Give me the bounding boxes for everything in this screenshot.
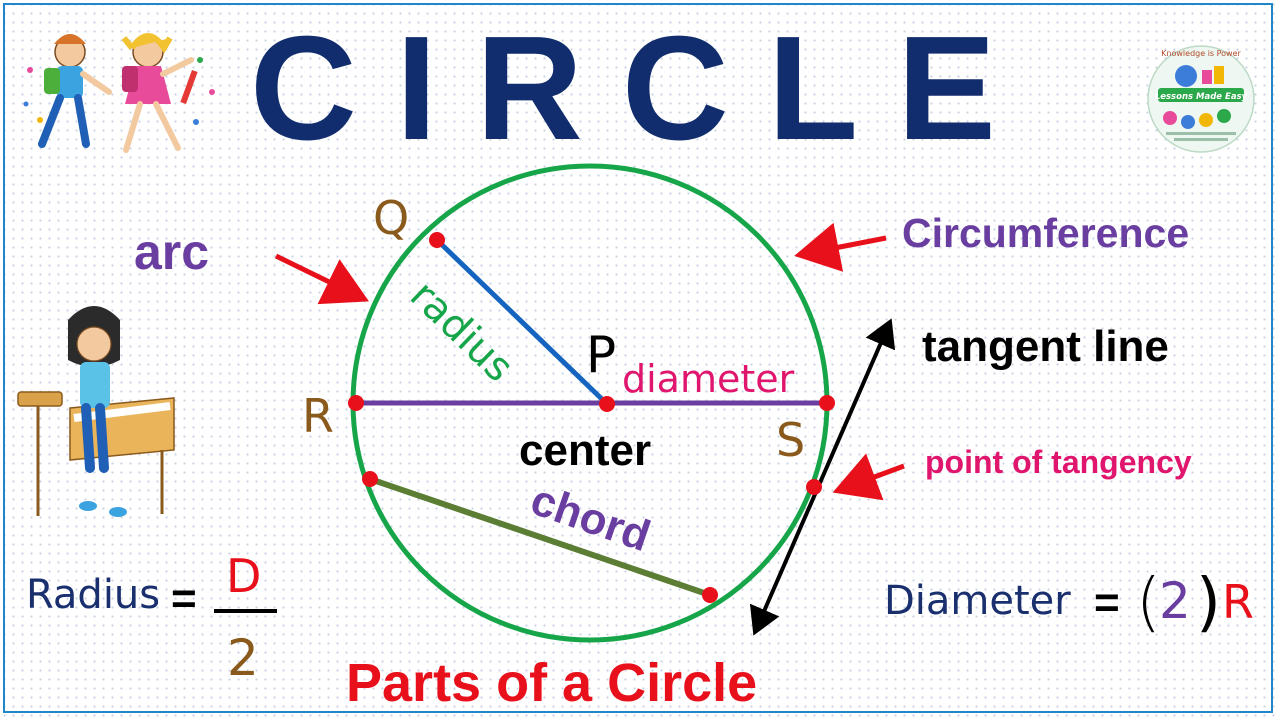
diameter-formula-open-paren: ( xyxy=(1136,566,1161,640)
boy-figure xyxy=(38,34,112,148)
circumference-arrow xyxy=(794,222,887,272)
point-q-dot xyxy=(429,232,445,248)
radius-formula-equals: = xyxy=(171,574,197,623)
point-s-dot xyxy=(819,395,835,411)
point-r-dot xyxy=(348,395,364,411)
tangency-arrow xyxy=(832,453,905,501)
globe-icon xyxy=(1175,65,1197,87)
point-p-dot xyxy=(599,396,615,412)
page-title: CIRCLE xyxy=(250,6,1035,171)
radius-formula-lhs: Radius xyxy=(26,572,160,618)
chord-start-dot xyxy=(362,471,378,487)
diameter-formula-factor: 2 xyxy=(1159,572,1191,630)
chord-line xyxy=(369,476,711,598)
book-icon-2 xyxy=(1214,66,1224,84)
diameter-formula-variable: R xyxy=(1222,575,1254,629)
lessons-made-easy-logo: Knowledge is Power Lessons Made Easy xyxy=(1147,45,1255,153)
point-q-label: Q xyxy=(373,191,409,245)
arc-arrow xyxy=(274,253,369,305)
kids-illustration xyxy=(23,33,215,153)
subtitle: Parts of a Circle xyxy=(346,653,757,713)
girl-at-desk-illustration xyxy=(17,306,175,517)
diameter-formula-close-paren: ) xyxy=(1196,566,1221,640)
tangent-line xyxy=(749,318,896,636)
point-of-tangency-label: point of tangency xyxy=(925,444,1192,480)
radius-formula-denominator: 2 xyxy=(227,629,259,687)
chord-label: chord xyxy=(525,475,657,561)
diameter-formula-equals: = xyxy=(1094,578,1120,627)
logo-banner-text: Lessons Made Easy xyxy=(1155,92,1248,102)
page-frame xyxy=(3,3,1273,713)
confetti-dots xyxy=(23,57,215,125)
point-r-label: R xyxy=(302,389,334,443)
logo-banner xyxy=(1158,88,1244,102)
point-s-label: S xyxy=(776,413,805,467)
tangency-point-dot xyxy=(806,479,822,495)
logo-top-text: Knowledge is Power xyxy=(1161,49,1241,58)
chord-end-dot xyxy=(702,587,718,603)
girl-figure xyxy=(121,33,198,153)
point-p-label: P xyxy=(586,326,616,384)
book-icon xyxy=(1202,70,1212,84)
radius-line xyxy=(435,238,609,406)
diameter-label: diameter xyxy=(622,357,795,401)
radius-label: radius xyxy=(401,272,522,391)
arc-label: arc xyxy=(134,224,209,280)
circumference-label: Circumference xyxy=(902,210,1189,256)
radius-formula-numerator: D xyxy=(226,549,261,603)
center-label: center xyxy=(519,426,651,475)
diameter-formula-lhs: Diameter xyxy=(884,578,1071,624)
tangent-line-label: tangent line xyxy=(922,322,1169,371)
